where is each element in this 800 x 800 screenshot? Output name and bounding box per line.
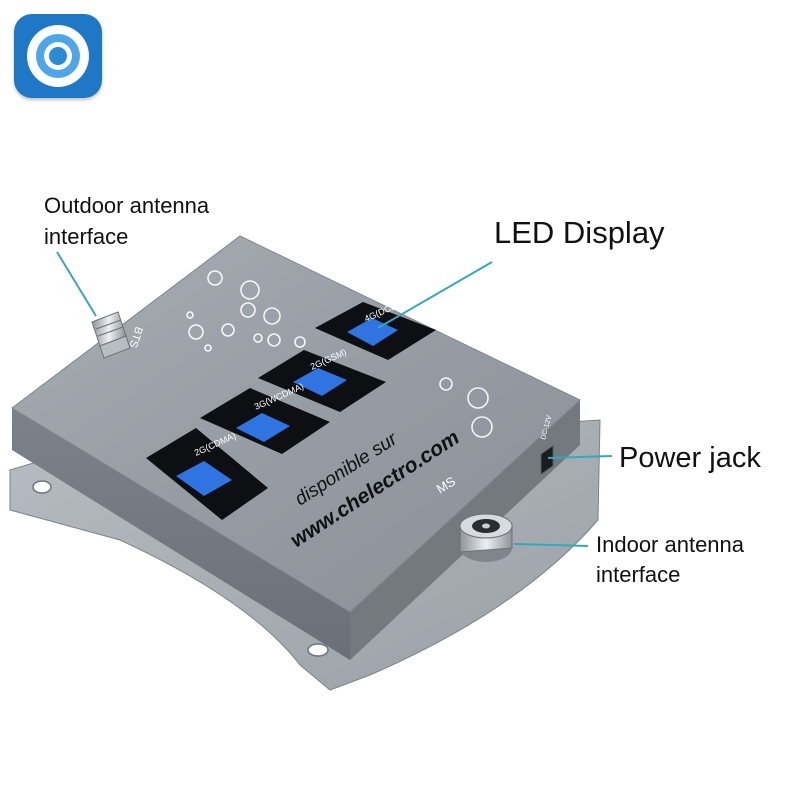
display-panel-2 xyxy=(258,350,386,412)
plate-hole-bottom xyxy=(307,643,329,657)
power-jack xyxy=(540,444,554,476)
indoor-callout-line xyxy=(513,543,589,547)
indoor-antenna-label: Indoor antenna interface xyxy=(596,532,745,587)
app-logo-icon[interactable] xyxy=(14,14,102,98)
display-panel-3 xyxy=(200,388,330,454)
led-display-label: LED Display xyxy=(494,215,665,250)
plate-hole-left xyxy=(32,480,52,494)
outdoor-callout-line xyxy=(56,251,97,317)
ms-connector xyxy=(459,513,513,562)
power-callout-line xyxy=(547,455,613,459)
box-front-side xyxy=(12,408,350,660)
outdoor-antenna-label: Outdoor antenna interface xyxy=(44,193,210,249)
display-panel-4 xyxy=(146,428,268,520)
power-jack-label: Power jack xyxy=(619,442,761,474)
bts-connector xyxy=(91,311,131,359)
led-callout-line xyxy=(377,261,493,329)
flower-decoration xyxy=(186,270,493,438)
callout-lines xyxy=(56,251,613,547)
display-panel-1 xyxy=(315,302,436,360)
